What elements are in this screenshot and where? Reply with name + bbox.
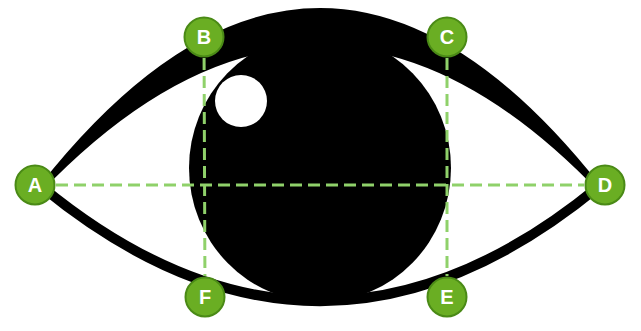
dashed-guide [56, 184, 584, 187]
point-letter: B [197, 27, 211, 47]
point-letter: E [440, 287, 453, 307]
marker-disc [16, 166, 55, 205]
marker-disc [428, 278, 467, 317]
point-marker: A [14, 164, 56, 206]
point-letter: F [199, 287, 211, 307]
marker-disc [185, 18, 224, 57]
point-marker: F [184, 276, 226, 318]
marker-disc [586, 166, 625, 205]
point-marker: E [426, 276, 468, 318]
point-marker: B [183, 16, 225, 58]
iris [189, 34, 451, 302]
dashed-guide [203, 58, 207, 276]
point-marker: C [426, 16, 468, 58]
point-letter: D [598, 175, 612, 195]
point-letter: C [440, 27, 454, 47]
point-letter: A [28, 175, 42, 195]
marker-disc [428, 18, 467, 57]
point-marker: D [584, 164, 626, 206]
marker-disc [186, 278, 225, 317]
eye-highlight [215, 75, 267, 127]
dashed-guide [446, 58, 449, 276]
